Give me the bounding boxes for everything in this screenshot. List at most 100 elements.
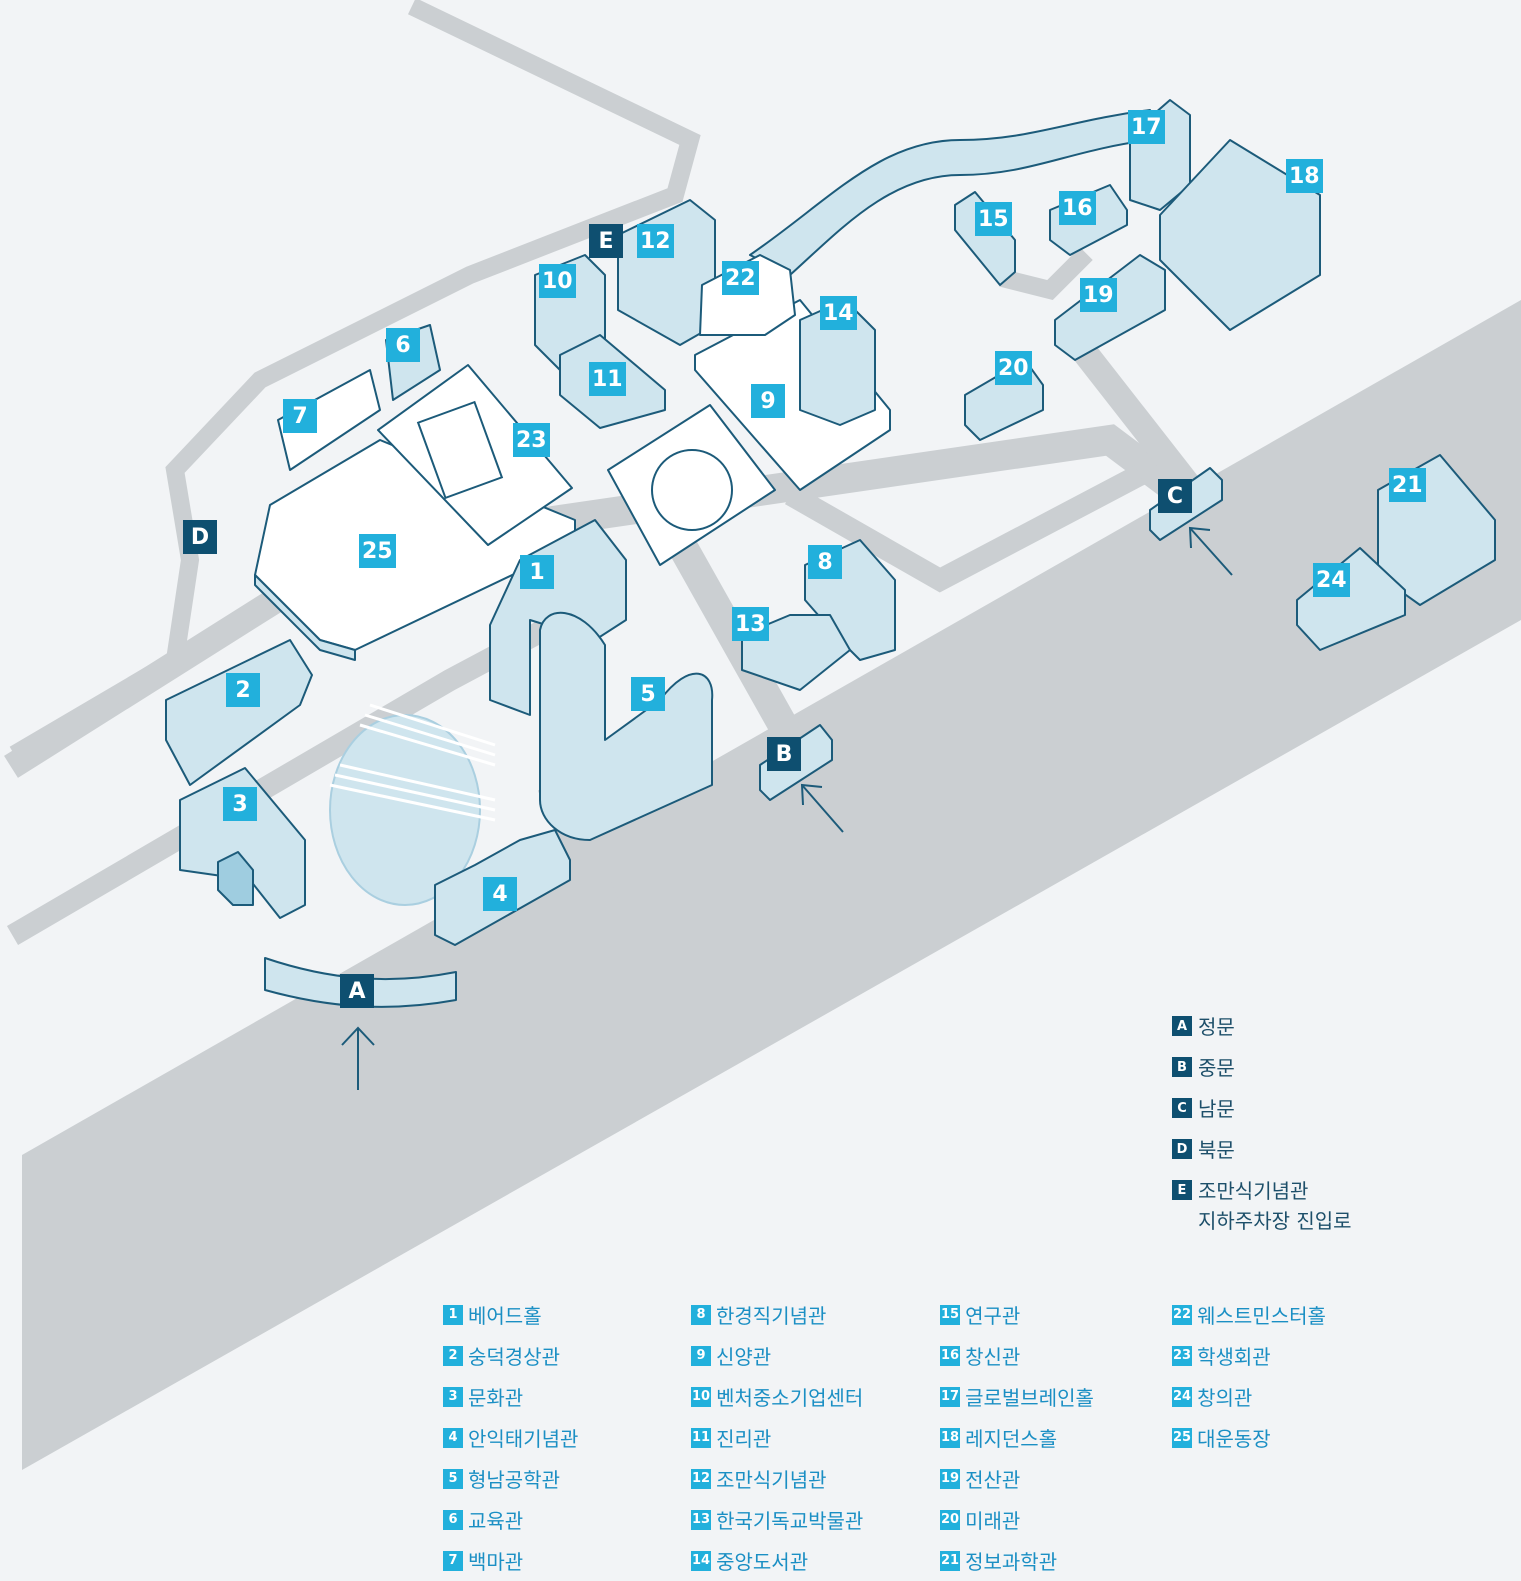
- gate-legend-item-a: A 정문: [1172, 1012, 1352, 1053]
- building-legend-badge: 6: [443, 1509, 463, 1530]
- building-legend-label: 학생회관: [1197, 1345, 1271, 1369]
- building-label-8[interactable]: 8: [808, 545, 842, 579]
- building-legend-label: 미래관: [965, 1509, 1021, 1533]
- gate-label-c[interactable]: C: [1158, 479, 1192, 513]
- building-legend-label: 한경직기념관: [716, 1304, 827, 1328]
- building-legend-badge: 5: [443, 1468, 463, 1489]
- gate-label-e[interactable]: E: [589, 224, 623, 258]
- gate-legend-badge: E: [1172, 1180, 1192, 1200]
- building-label-22[interactable]: 22: [722, 261, 759, 295]
- gate-legend-label: 정문: [1198, 1015, 1235, 1039]
- building-label-21[interactable]: 21: [1389, 468, 1426, 502]
- building-legend-badge: 1: [443, 1304, 463, 1325]
- gate-legend-label: 남문: [1198, 1097, 1235, 1121]
- building-legend-label: 레지던스홀: [965, 1427, 1058, 1451]
- building-label-20[interactable]: 20: [995, 351, 1032, 385]
- building-legend-label: 조만식기념관: [716, 1468, 827, 1492]
- building-legend-label: 안익태기념관: [468, 1427, 579, 1451]
- building-legend-label: 한국기독교박물관: [716, 1509, 864, 1533]
- building-legend-label: 신양관: [716, 1345, 772, 1369]
- building-legend-badge: 24: [1172, 1386, 1193, 1407]
- building-label-1[interactable]: 1: [520, 555, 554, 589]
- building-label-6[interactable]: 6: [386, 328, 420, 362]
- building-legend-label: 숭덕경상관: [468, 1345, 560, 1369]
- building-label-25[interactable]: 25: [359, 534, 396, 568]
- building-legend-badge: 2: [443, 1345, 463, 1366]
- gate-label-a[interactable]: A: [340, 974, 374, 1008]
- building-legend-badge: 15: [940, 1304, 961, 1325]
- gate-legend-badge: C: [1172, 1098, 1192, 1118]
- building-legend-badge: 9: [691, 1345, 711, 1366]
- building-label-14[interactable]: 14: [820, 296, 857, 330]
- building-legend-label: 창신관: [965, 1345, 1021, 1369]
- building-legend-label: 중앙도서관: [716, 1550, 809, 1574]
- building-label-18[interactable]: 18: [1286, 159, 1323, 193]
- building-24-shape: [1296, 547, 1406, 651]
- building-legend-badge: 19: [940, 1468, 961, 1489]
- building-label-24[interactable]: 24: [1313, 563, 1350, 597]
- building-2-shape: [165, 639, 313, 786]
- building-legend-label: 전산관: [965, 1468, 1021, 1492]
- building-label-2[interactable]: 2: [226, 673, 260, 707]
- building-label-12[interactable]: 12: [637, 224, 674, 258]
- building-label-23[interactable]: 23: [513, 423, 550, 457]
- building-legend-badge: 25: [1172, 1427, 1193, 1448]
- building-legend-label: 창의관: [1197, 1386, 1253, 1410]
- building-label-17[interactable]: 17: [1128, 110, 1165, 144]
- building-label-5[interactable]: 5: [631, 677, 665, 711]
- gate-label-d[interactable]: D: [183, 520, 217, 554]
- building-18-shape: [1159, 139, 1321, 331]
- building-label-3[interactable]: 3: [223, 787, 257, 821]
- building-legend-label: 베어드홀: [468, 1304, 542, 1328]
- gate-legend-badge: A: [1172, 1016, 1192, 1036]
- building-label-11[interactable]: 11: [589, 362, 626, 396]
- building-legend-badge: 13: [691, 1509, 712, 1530]
- building-23-shape: [377, 364, 573, 546]
- gate-legend-label: 북문: [1198, 1138, 1235, 1162]
- building-label-9[interactable]: 9: [751, 384, 785, 418]
- building-label-15[interactable]: 15: [975, 202, 1012, 236]
- building-label-19[interactable]: 19: [1080, 278, 1117, 312]
- building-label-13[interactable]: 13: [732, 607, 769, 641]
- building-label-10[interactable]: 10: [539, 264, 576, 298]
- building-label-7[interactable]: 7: [283, 399, 317, 433]
- building-legend-label: 벤처중소기업센터: [716, 1386, 864, 1410]
- gate-label-b[interactable]: B: [767, 737, 801, 771]
- building-label-16[interactable]: 16: [1059, 191, 1096, 225]
- building-label-4[interactable]: 4: [483, 877, 517, 911]
- gate-legend-badge: B: [1172, 1057, 1192, 1077]
- main-road: [22, 300, 1521, 1470]
- building-legend-label: 글로벌브레인홀: [965, 1386, 1094, 1410]
- building-legend-label: 진리관: [716, 1427, 772, 1451]
